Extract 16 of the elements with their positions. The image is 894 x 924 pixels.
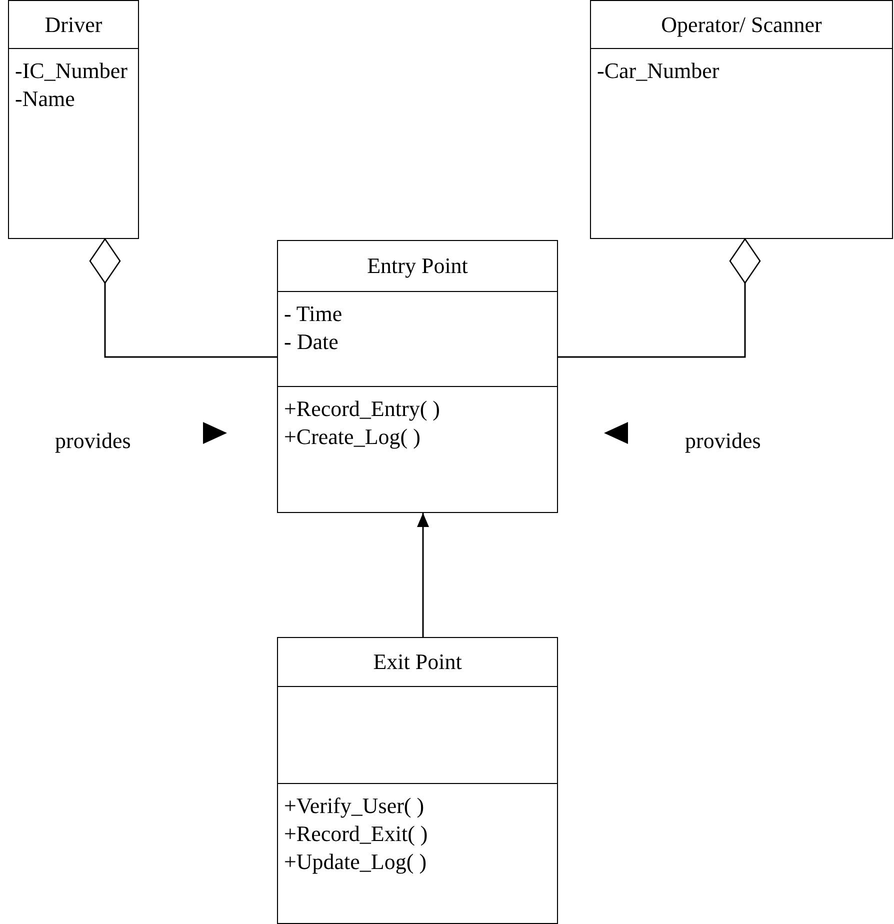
class-box [8,0,139,239]
class-name: Entry Point [366,253,469,279]
attribute-list: - Time - Date [284,300,342,356]
class-box [277,240,558,513]
attribute-list: -Car_Number [597,57,720,85]
attribute-list: -IC_Number -Name [15,57,128,113]
arrow [417,513,429,637]
class-name: Driver [44,12,104,38]
aggregation-line [89,238,277,358]
class-box [590,0,893,239]
aggregation-line [558,238,761,358]
class-name: Exit Point [372,649,463,675]
class-box [277,637,558,924]
method-list: +Verify_User( ) +Record_Exit( ) +Update_Log( ) [284,792,428,876]
class-name: Operator/ Scanner [660,12,823,38]
method-list: +Record_Entry( ) +Create_Log( ) [284,395,440,451]
